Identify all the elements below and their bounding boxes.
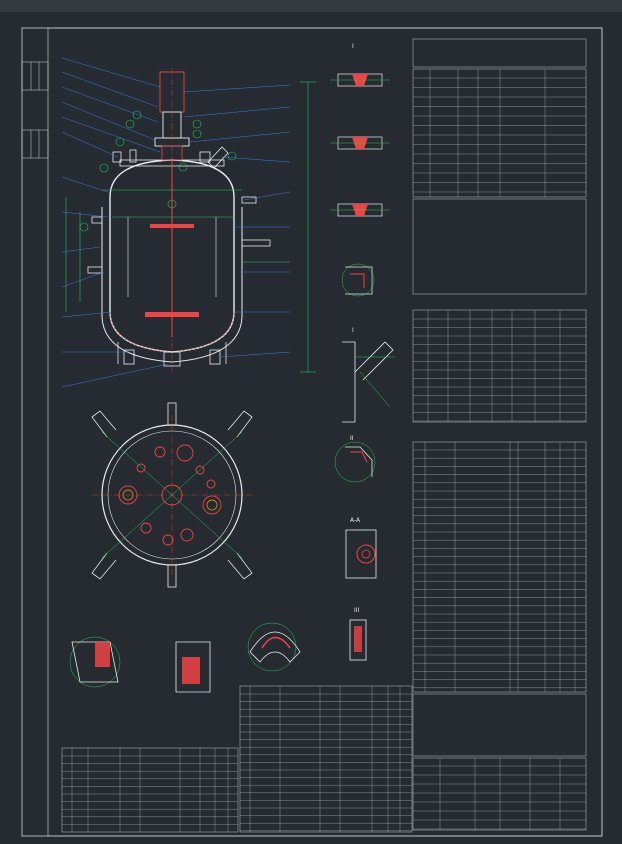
impeller-lower xyxy=(145,312,199,317)
impeller-upper xyxy=(150,224,194,228)
detail-label-iii: III xyxy=(354,607,360,614)
detail-views xyxy=(330,73,395,661)
tech-spec-tables xyxy=(412,38,587,831)
outer-frame xyxy=(21,27,603,837)
inner-frame xyxy=(47,27,603,837)
detail-label-i: I xyxy=(352,43,354,50)
left-title-strip xyxy=(21,61,49,159)
detail-label-i-2: I xyxy=(352,327,354,334)
window-title-bar xyxy=(0,0,622,12)
section-label-a-a: A-A xyxy=(350,517,361,524)
detail-label-ii: II xyxy=(350,435,354,442)
vessel-plan-view xyxy=(91,402,253,588)
vessel-elevation xyxy=(61,57,316,388)
drawing-sheet: I I II III A-A xyxy=(0,12,622,844)
bottom-details xyxy=(69,622,301,693)
cad-drawing: I I II III A-A xyxy=(21,27,603,837)
parts-lists xyxy=(61,685,413,833)
